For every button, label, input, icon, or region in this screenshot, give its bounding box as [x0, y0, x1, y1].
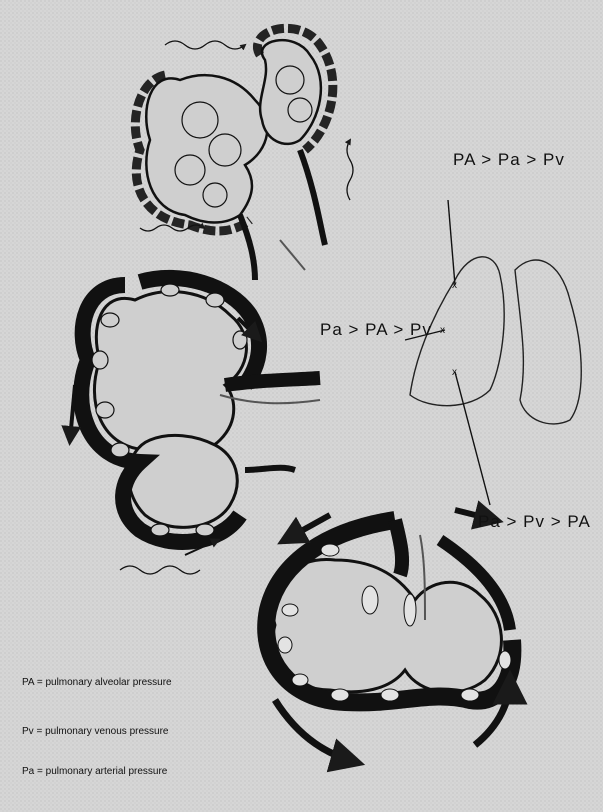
- legend-symbol: Pa: [22, 766, 34, 777]
- legend-item: Pa = pulmonary arterial pressure: [22, 766, 167, 778]
- svg-text:x: x: [452, 280, 457, 291]
- svg-text:x: x: [440, 325, 445, 336]
- condition-top: PA > Pa > Pv: [453, 150, 565, 170]
- legend-text: = pulmonary arterial pressure: [37, 766, 167, 777]
- legend-text: = pulmonary venous pressure: [36, 726, 168, 737]
- vessel-trunk: [225, 378, 320, 385]
- svg-text:x: x: [452, 367, 457, 378]
- condition-middle: Pa > PA > Pv: [320, 320, 432, 340]
- alveolus: [129, 435, 238, 527]
- legend-symbol: Pv: [22, 726, 34, 737]
- capillary: [395, 520, 402, 575]
- legend-text: = pulmonary alveolar pressure: [37, 677, 172, 688]
- alveolus: [146, 75, 267, 222]
- condition-bottom: Pa > Pv > PA: [478, 512, 591, 532]
- vessel-stalk: [245, 468, 295, 470]
- legend-item: Pv = pulmonary venous pressure: [22, 726, 168, 738]
- legend-item: PA = pulmonary alveolar pressure: [22, 677, 232, 689]
- legend-symbol: PA: [22, 677, 34, 688]
